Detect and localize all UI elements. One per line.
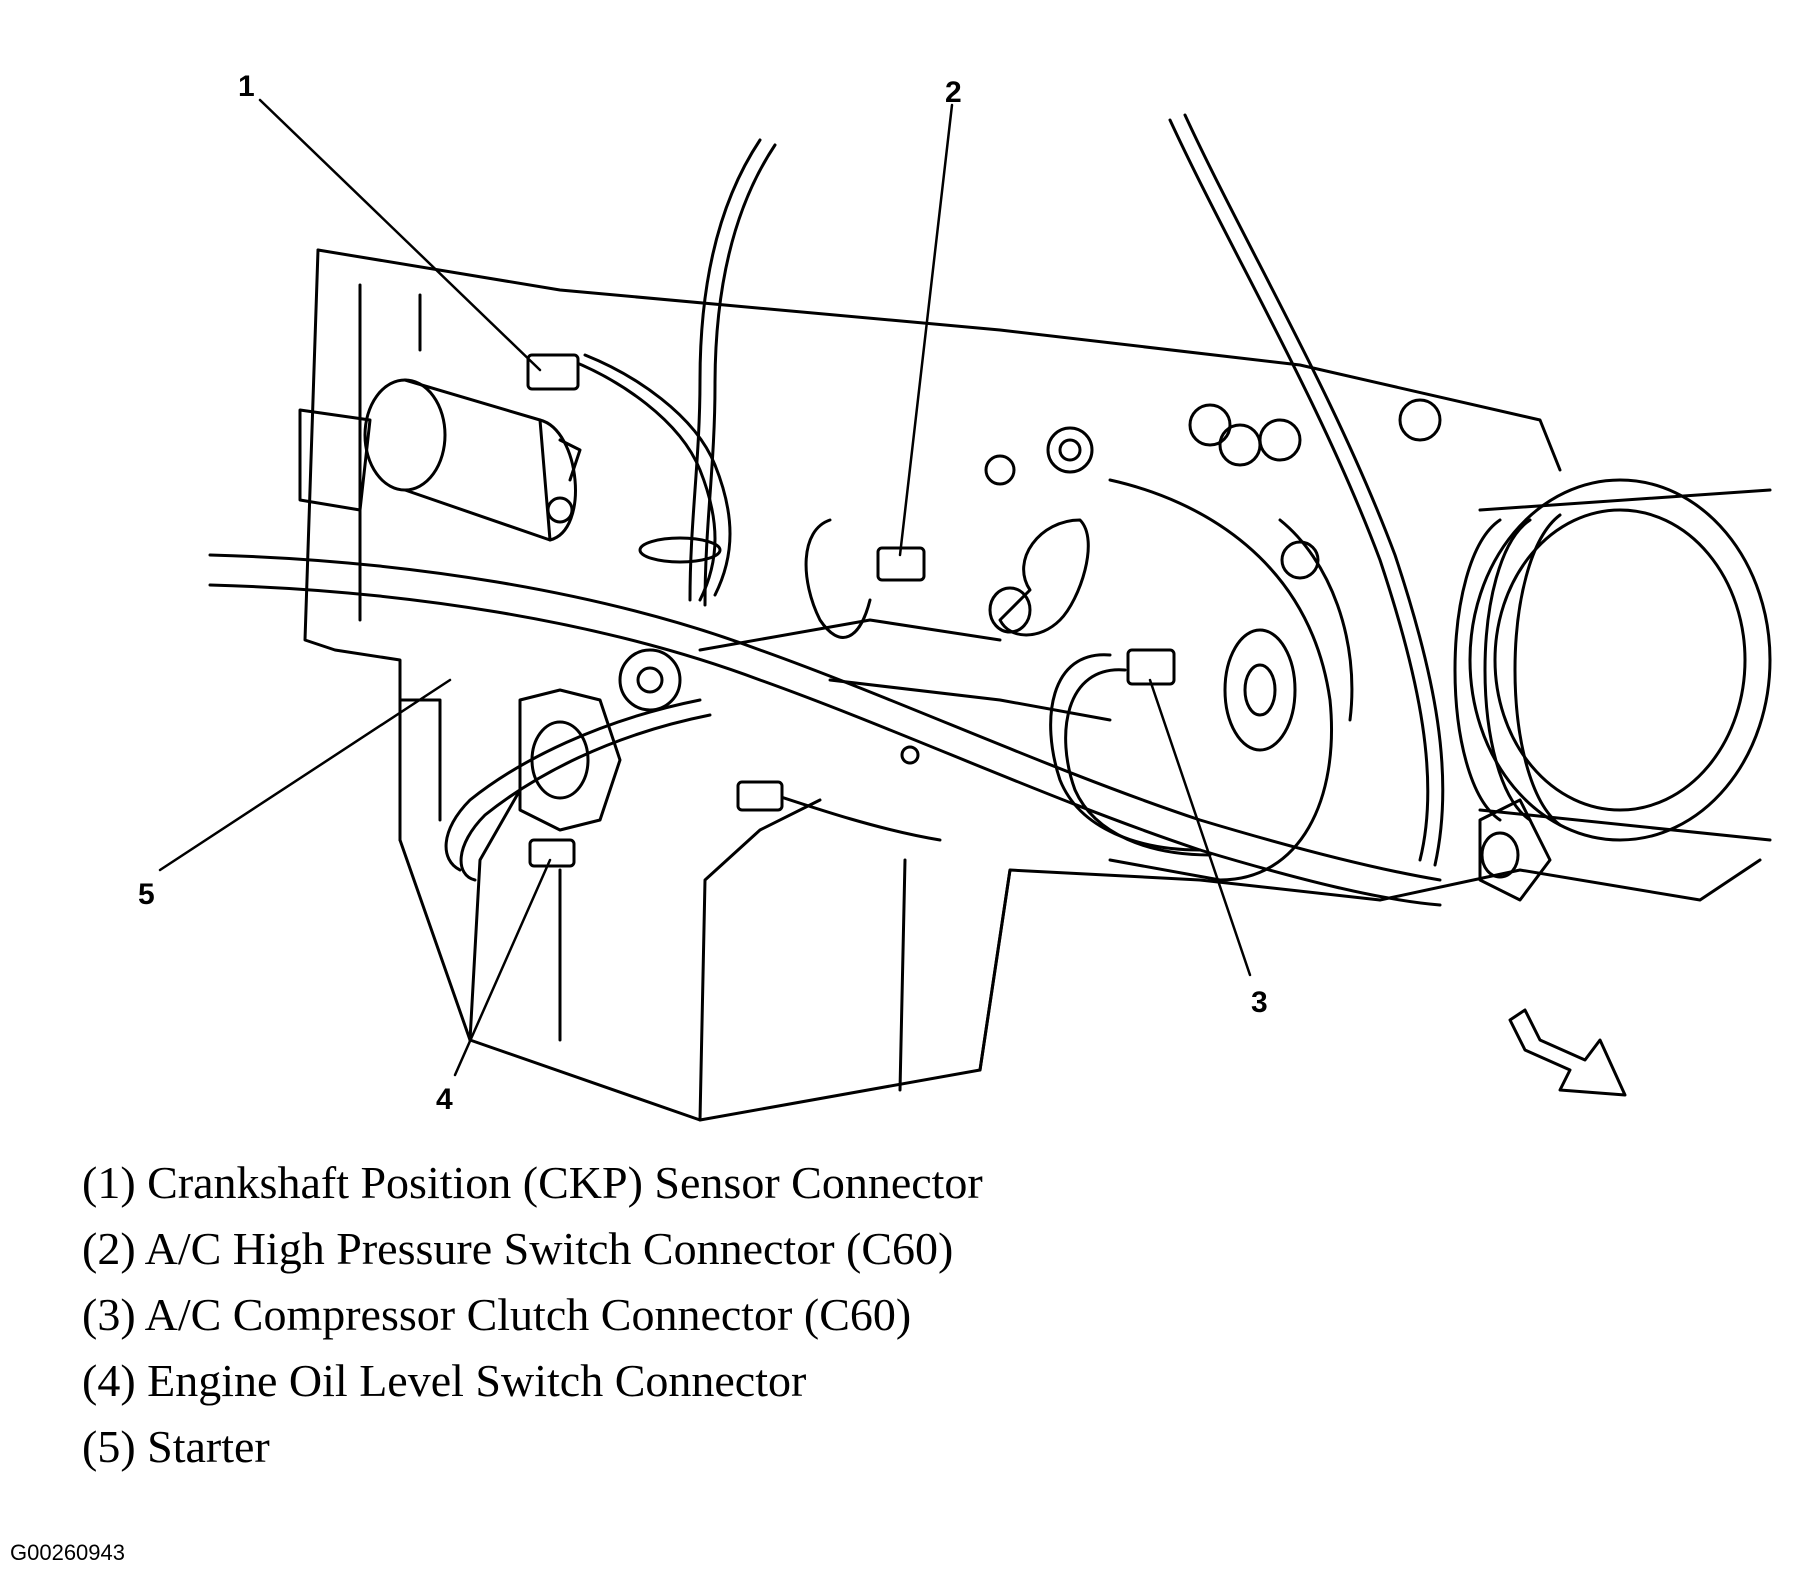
ckp-sensor-connector [526,353,580,391]
leader-line-3 [1148,678,1252,977]
callout-1: 1 [238,70,255,103]
callout-2: 2 [945,76,962,109]
ac-compressor-clutch-connector [1126,648,1176,686]
legend-item: (3) A/C Compressor Clutch Connector (C60… [82,1289,912,1340]
legend-item: (2) A/C High Pressure Switch Connector (… [82,1223,954,1274]
figure-id: G00260943 [10,1540,125,1565]
ac-compressor [1108,478,1772,902]
front-direction-arrow-icon [1508,1008,1627,1097]
leader-line-1 [258,98,542,372]
connectors [526,353,1176,868]
fittings [984,398,1442,637]
legend-item: (5) Starter [82,1421,270,1472]
callout-4: 4 [436,1083,453,1116]
callout-5: 5 [138,878,155,911]
callout-3: 3 [1251,986,1268,1019]
leader-line-5 [158,678,452,872]
wiring-harness [208,113,1445,907]
legend-item: (4) Engine Oil Level Switch Connector [82,1355,807,1406]
leader-line-4 [453,858,552,1077]
leader-line-2 [898,103,954,557]
engine-oil-level-switch-connector [528,838,576,868]
legend-item: (1) Crankshaft Position (CKP) Sensor Con… [82,1157,983,1208]
leader-lines [158,98,1252,1077]
engine-block [303,248,1762,1122]
legend: (1) Crankshaft Position (CKP) Sensor Con… [82,1150,983,1480]
starter-motor [298,378,722,564]
harness-clip [736,780,784,812]
